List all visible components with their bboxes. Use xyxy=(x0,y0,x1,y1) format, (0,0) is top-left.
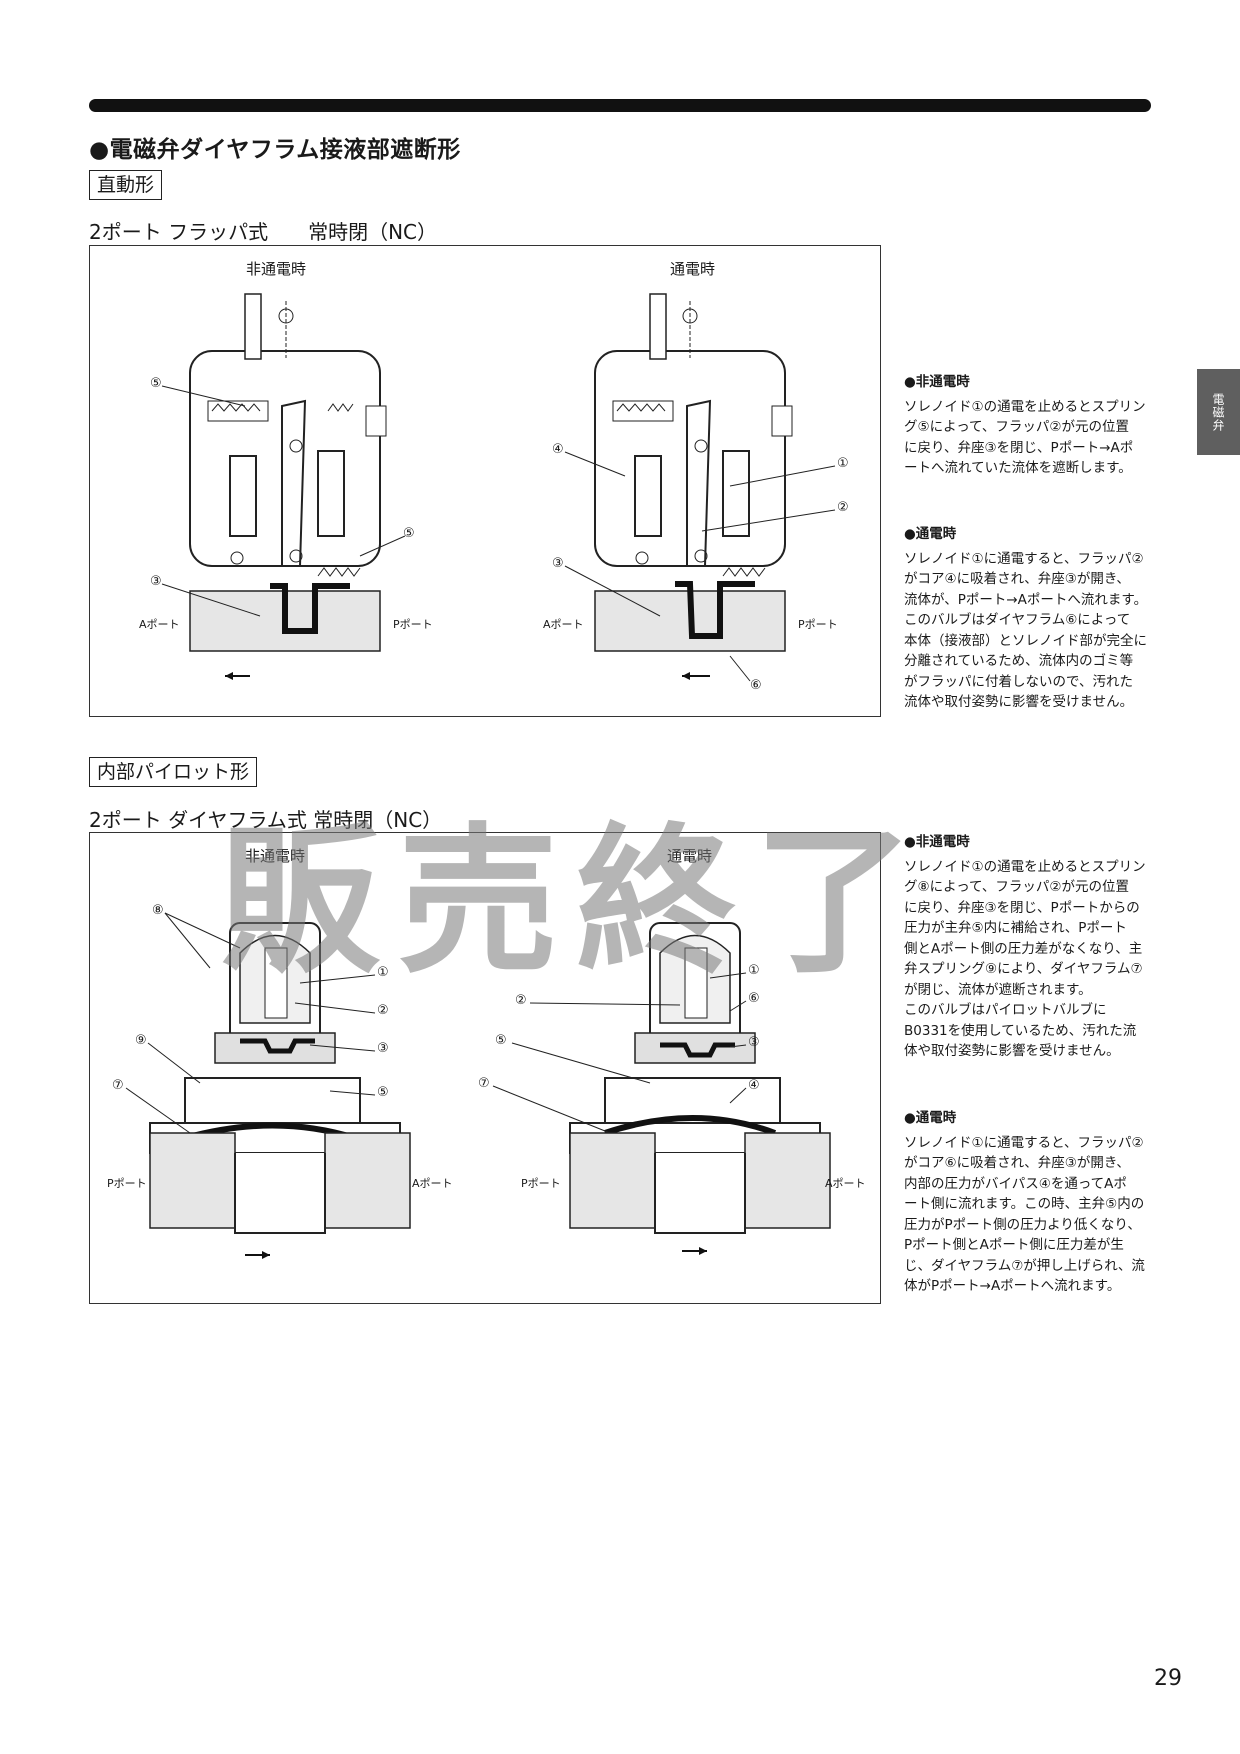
direct-on-callout-3: ③ xyxy=(552,556,564,571)
pilot-desc-on-head: ●通電時 xyxy=(904,1110,957,1126)
pilot-on-callout-4: ④ xyxy=(748,1078,760,1093)
desc-line: 流体が、Pポート→Aポートへ流れます。 xyxy=(904,591,1148,608)
desc-line: Pポート側とAポート側に圧力差が生 xyxy=(904,1237,1124,1253)
pilot-off-callout-3: ③ xyxy=(377,1041,389,1056)
desc-line: に戻り、弁座③を閉じ、Pポート→Aポ xyxy=(904,439,1134,456)
pilot-diagram-frame: 非通電時 通電時 xyxy=(89,832,881,1304)
direct-on-callout-4: ④ xyxy=(552,442,564,457)
pilot-type-label: 内部パイロット形 xyxy=(89,757,258,787)
desc-line: 体がPポート→Aポートへ流れます。 xyxy=(904,1278,1121,1294)
desc-line: ソレノイド①に通電すると、フラッパ② xyxy=(904,550,1144,567)
direct-desc-off-head: ●非通電時 xyxy=(904,374,970,390)
direct-on-callout-2: ② xyxy=(837,500,849,515)
pilot-off-diagram xyxy=(149,922,411,1259)
desc-line: ートへ流れていた流体を遮断します。 xyxy=(904,460,1132,476)
desc-line: 側とAポート側の圧力差がなくなり、主 xyxy=(904,940,1143,957)
direct-off-diagram xyxy=(189,293,387,680)
desc-line: じ、ダイヤフラム⑦が押し上げられ、流 xyxy=(904,1257,1145,1274)
direct-state-on-label: 通電時 xyxy=(670,260,716,278)
direct-diagram-frame: 非通電時 通電時 xyxy=(89,245,881,717)
pilot-off-port-a: Aポート xyxy=(412,1177,453,1190)
desc-line: 本体（接液部）とソレノイド部が完全に xyxy=(904,632,1147,649)
desc-line: 圧力が主弁⑤内に補給され、Pポート xyxy=(904,920,1127,936)
desc-line: ソレノイド①の通電を止めるとスプリン xyxy=(904,858,1146,875)
pilot-off-callout-7: ⑦ xyxy=(112,1078,124,1093)
desc-line: ソレノイド①に通電すると、フラッパ② xyxy=(904,1134,1144,1151)
section-title: ●電磁弁ダイヤフラム接液部遮断形 xyxy=(89,137,461,163)
desc-line: ソレノイド①の通電を止めるとスプリン xyxy=(904,398,1146,415)
pilot-off-callout-9: ⑨ xyxy=(135,1033,147,1048)
desc-line: ート側に流れます。この時、主弁⑤内の xyxy=(904,1196,1145,1212)
desc-line: が閉じ、流体が遮断されます。 xyxy=(904,981,1092,998)
direct-off-port-p: Pポート xyxy=(393,618,433,631)
direct-desc-off: ●非通電時 ソレノイド①の通電を止めるとスプリン グ⑤によって、フラッパ②が元の… xyxy=(904,372,1152,479)
desc-line: このバルブはダイヤフラム⑥によって xyxy=(904,612,1131,628)
direct-off-callout-3: ③ xyxy=(150,574,162,589)
desc-line: このバルブはパイロットバルブに xyxy=(904,1002,1107,1018)
pilot-subtitle: 2ポート ダイヤフラム式 常時閉（NC） xyxy=(89,808,443,832)
pilot-on-diagram xyxy=(569,922,831,1255)
pilot-on-callout-7: ⑦ xyxy=(478,1076,490,1091)
direct-off-callout-5b: ⑤ xyxy=(403,526,415,541)
pilot-desc-off-head: ●非通電時 xyxy=(904,834,970,850)
pilot-state-off-label: 非通電時 xyxy=(245,847,306,865)
desc-line: 流体や取付姿勢に影響を受けません。 xyxy=(904,694,1134,710)
pilot-off-callout-2: ② xyxy=(377,1003,389,1018)
pilot-on-callout-3: ③ xyxy=(748,1035,760,1050)
pilot-off-callout-8: ⑧ xyxy=(152,903,164,918)
side-tab: 電磁弁 xyxy=(1197,369,1240,455)
pilot-diagrams xyxy=(125,912,831,1259)
pilot-state-on-label: 通電時 xyxy=(667,847,713,865)
desc-line: がフラッパに付着しないので、汚れた xyxy=(904,673,1133,690)
direct-on-callout-1: ① xyxy=(837,456,849,471)
pilot-on-callout-1: ① xyxy=(748,963,760,978)
pilot-off-port-p: Pポート xyxy=(107,1177,147,1190)
direct-subtitle: 2ポート フラッパ式 常時閉（NC） xyxy=(89,220,438,244)
desc-line: 分離されているため、流体内のゴミ等 xyxy=(904,653,1134,669)
pilot-off-callout-1: ① xyxy=(377,965,389,980)
direct-type-label: 直動形 xyxy=(89,170,163,200)
pilot-desc-off: ●非通電時 ソレノイド①の通電を止めるとスプリン グ⑧によって、フラッパ②が元の… xyxy=(904,832,1152,1062)
desc-line: 内部の圧力がバイパス④を通ってAポ xyxy=(904,1175,1127,1192)
direct-state-off-label: 非通電時 xyxy=(246,260,307,278)
desc-line: に戻り、弁座③を閉じ、Pポートからの xyxy=(904,899,1140,916)
desc-line: 体や取付姿勢に影響を受けません。 xyxy=(904,1043,1120,1059)
top-rule xyxy=(89,99,1151,112)
pilot-on-port-a: Aポート xyxy=(825,1177,866,1190)
desc-line: がコア④に吸着され、弁座③が開き、 xyxy=(904,571,1130,587)
desc-line: B0331を使用しているため、汚れた流 xyxy=(904,1022,1137,1039)
pilot-on-callout-5: ⑤ xyxy=(495,1033,507,1048)
direct-off-port-a: Aポート xyxy=(139,618,180,631)
pilot-on-port-p: Pポート xyxy=(521,1177,561,1190)
direct-on-port-a: Aポート xyxy=(543,618,584,631)
direct-diagrams xyxy=(161,293,836,682)
direct-desc-on-head: ●通電時 xyxy=(904,526,957,542)
desc-line: 弁スプリング⑨により、ダイヤフラム⑦ xyxy=(904,961,1143,977)
pilot-on-callout-6: ⑥ xyxy=(748,991,760,1006)
pilot-on-callout-2: ② xyxy=(515,993,527,1008)
direct-on-port-p: Pポート xyxy=(798,618,838,631)
direct-off-callout-5a: ⑤ xyxy=(150,376,162,391)
pilot-off-callout-5: ⑤ xyxy=(377,1085,389,1100)
page-number: 29 xyxy=(1154,1666,1182,1691)
direct-on-diagram xyxy=(594,293,793,680)
desc-line: グ⑤によって、フラッパ②が元の位置 xyxy=(904,419,1129,435)
direct-on-callout-6: ⑥ xyxy=(750,678,762,693)
desc-line: グ⑧によって、フラッパ②が元の位置 xyxy=(904,879,1129,895)
desc-line: 圧力がPポート側の圧力より低くなり、 xyxy=(904,1216,1141,1233)
direct-desc-on: ●通電時 ソレノイド①に通電すると、フラッパ② がコア④に吸着され、弁座③が開き… xyxy=(904,524,1152,713)
pilot-desc-on: ●通電時 ソレノイド①に通電すると、フラッパ② がコア⑥に吸着され、弁座③が開き… xyxy=(904,1108,1152,1297)
desc-line: がコア⑥に吸着され、弁座③が開き、 xyxy=(904,1155,1130,1171)
